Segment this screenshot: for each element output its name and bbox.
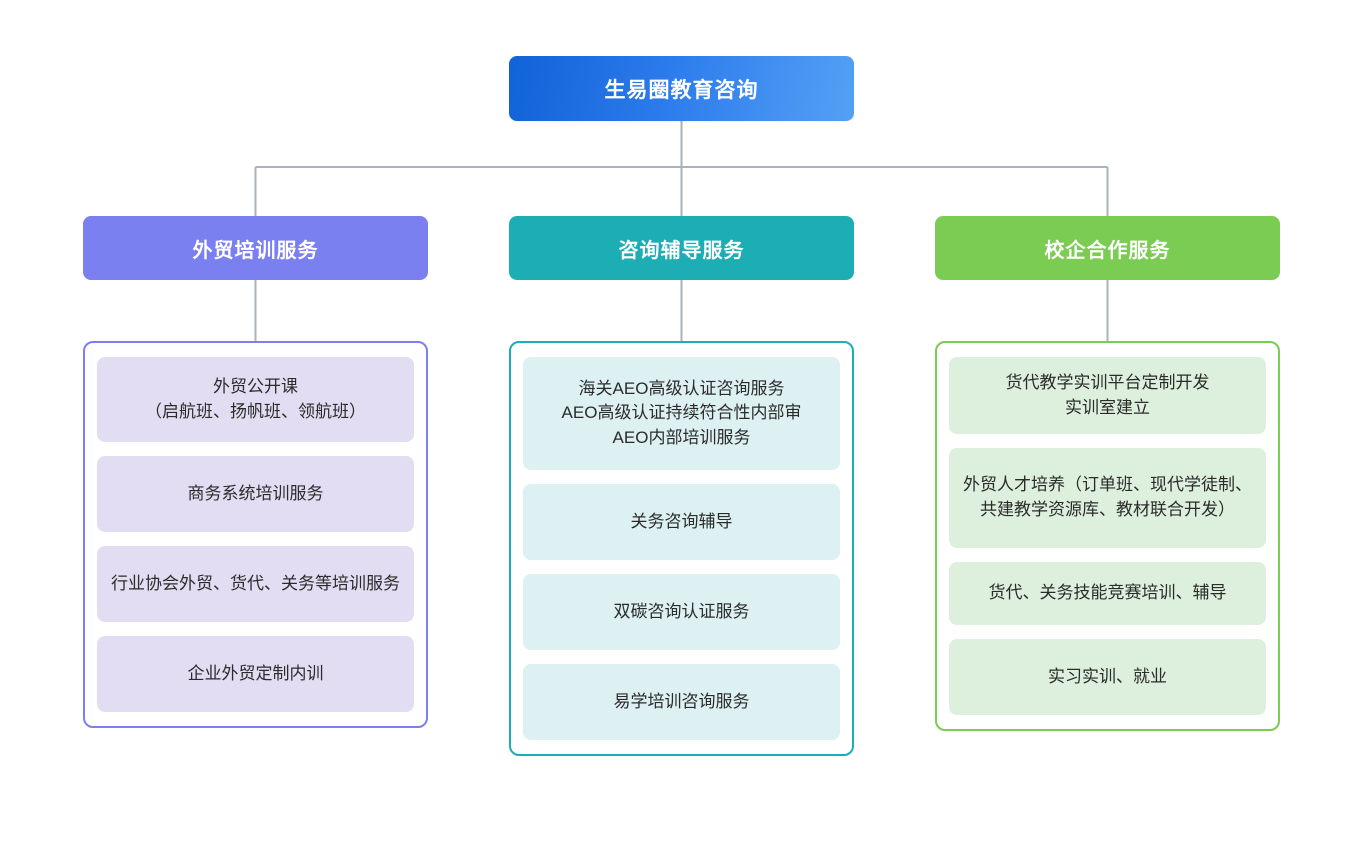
- item-card[interactable]: 外贸公开课 （启航班、扬帆班、领航班）: [97, 357, 414, 442]
- category-header-label: 外贸培训服务: [192, 239, 319, 262]
- item-card[interactable]: 企业外贸定制内训: [97, 636, 414, 712]
- item-group-waimao-peixun: 外贸公开课 （启航班、扬帆班、领航班） 商务系统培训服务 行业协会外贸、货代、关…: [83, 341, 428, 728]
- category-header-label: 校企合作服务: [1044, 239, 1171, 262]
- item-card[interactable]: 关务咨询辅导: [523, 484, 840, 560]
- item-card[interactable]: 易学培训咨询服务: [523, 664, 840, 740]
- category-header-waimao-peixun[interactable]: 外贸培训服务: [83, 216, 428, 280]
- branch-column-xiaoqi-hezuo: 校企合作服务 货代教学实训平台定制开发 实训室建立 外贸人才培养（订单班、现代学…: [935, 216, 1280, 731]
- item-group-zixun-fudao: 海关AEO高级认证咨询服务 AEO高级认证持续符合性内部审 AEO内部培训服务 …: [509, 341, 854, 756]
- branch-column-zixun-fudao: 咨询辅导服务 海关AEO高级认证咨询服务 AEO高级认证持续符合性内部审 AEO…: [509, 216, 854, 756]
- root-node-label: 生易圈教育咨询: [604, 78, 759, 102]
- item-group-xiaoqi-hezuo: 货代教学实训平台定制开发 实训室建立 外贸人才培养（订单班、现代学徒制、共建教学…: [935, 341, 1280, 731]
- item-card[interactable]: 货代、关务技能竞赛培训、辅导: [949, 562, 1266, 625]
- item-card[interactable]: 货代教学实训平台定制开发 实训室建立: [949, 357, 1266, 434]
- category-header-xiaoqi-hezuo[interactable]: 校企合作服务: [935, 216, 1280, 280]
- item-card[interactable]: 海关AEO高级认证咨询服务 AEO高级认证持续符合性内部审 AEO内部培训服务: [523, 357, 840, 470]
- item-card[interactable]: 行业协会外贸、货代、关务等培训服务: [97, 546, 414, 622]
- category-header-label: 咨询辅导服务: [618, 239, 745, 262]
- category-header-zixun-fudao[interactable]: 咨询辅导服务: [509, 216, 854, 280]
- branch-column-waimao-peixun: 外贸培训服务 外贸公开课 （启航班、扬帆班、领航班） 商务系统培训服务 行业协会…: [83, 216, 428, 728]
- item-card[interactable]: 实习实训、就业: [949, 639, 1266, 715]
- item-card[interactable]: 商务系统培训服务: [97, 456, 414, 532]
- item-card[interactable]: 外贸人才培养（订单班、现代学徒制、共建教学资源库、教材联合开发）: [949, 448, 1266, 548]
- root-node[interactable]: 生易圈教育咨询: [509, 56, 854, 121]
- item-card[interactable]: 双碳咨询认证服务: [523, 574, 840, 650]
